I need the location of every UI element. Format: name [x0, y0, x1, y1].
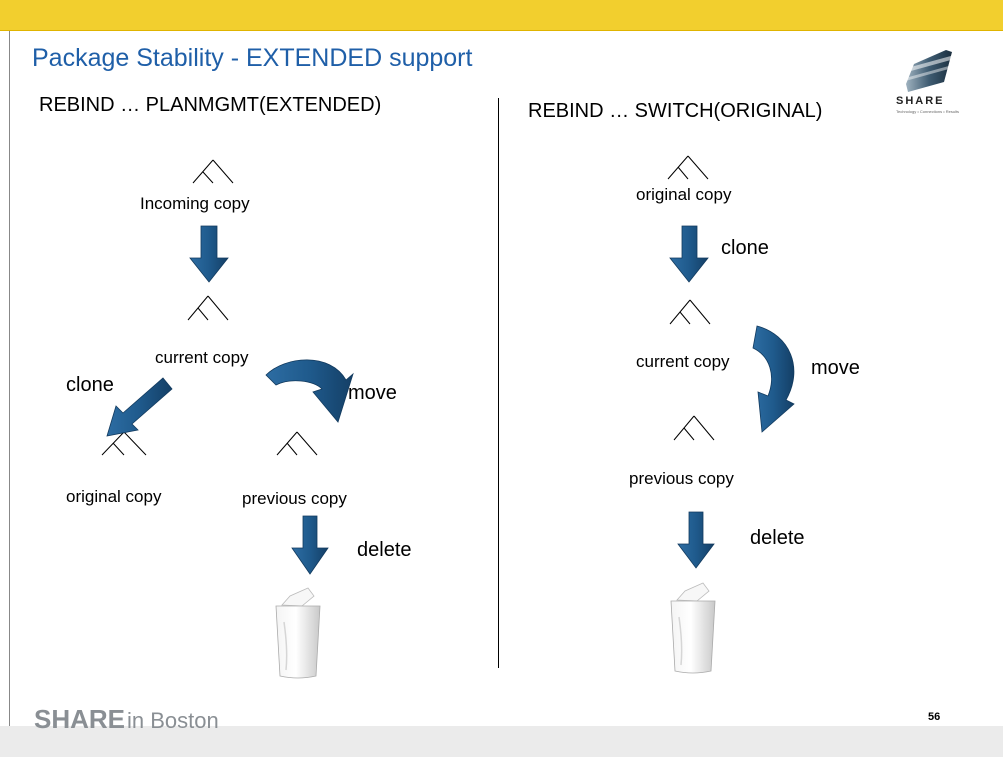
label-current-copy: current copy	[636, 352, 730, 371]
share-logo-tagline: Technology • Connections • Results	[896, 109, 960, 114]
arrow-down-icon	[189, 225, 229, 283]
footer-band	[0, 726, 1003, 757]
tree-icon	[101, 431, 147, 456]
footer-brand: SHAREin Boston	[34, 704, 219, 735]
share-logo-mark	[898, 50, 958, 92]
arrow-down-icon	[669, 225, 709, 283]
tree-icon	[276, 431, 318, 456]
column-divider	[498, 98, 499, 668]
action-delete: delete	[357, 539, 412, 561]
slide-title: Package Stability - EXTENDED support	[32, 44, 473, 72]
trash-bin-icon	[275, 587, 321, 679]
action-move: move	[348, 382, 397, 404]
slide-background	[0, 31, 1003, 727]
trash-bin-icon	[670, 582, 716, 674]
arrow-curved-icon	[752, 325, 795, 433]
action-delete: delete	[750, 527, 805, 549]
label-incoming-copy: Incoming copy	[140, 194, 250, 213]
action-clone: clone	[721, 237, 769, 259]
label-original-copy: original copy	[66, 487, 162, 506]
footer-location: in Boston	[127, 708, 219, 733]
right-command: REBIND … SWITCH(ORIGINAL)	[528, 100, 823, 122]
arrow-diagonal-icon	[106, 377, 173, 437]
label-current-copy: current copy	[155, 348, 249, 367]
label-previous-copy: previous copy	[242, 489, 347, 508]
arrow-curved-icon	[265, 359, 354, 423]
top-accent-bar	[0, 0, 1003, 31]
slide-left-edge	[9, 31, 10, 757]
action-clone: clone	[66, 374, 114, 396]
tree-icon	[187, 295, 229, 321]
arrow-down-icon	[677, 511, 715, 569]
tree-icon	[192, 159, 234, 184]
left-command: REBIND … PLANMGMT(EXTENDED)	[39, 94, 382, 116]
arrow-down-icon	[291, 515, 329, 575]
label-original-copy: original copy	[636, 185, 732, 204]
label-previous-copy: previous copy	[629, 469, 734, 488]
footer-brand-name: SHARE	[34, 704, 126, 734]
tree-icon	[667, 155, 709, 180]
page-number: 56	[928, 711, 941, 723]
action-move: move	[811, 357, 860, 379]
share-logo-text: SHARE	[896, 95, 945, 107]
tree-icon	[669, 299, 711, 325]
tree-icon	[673, 415, 715, 441]
